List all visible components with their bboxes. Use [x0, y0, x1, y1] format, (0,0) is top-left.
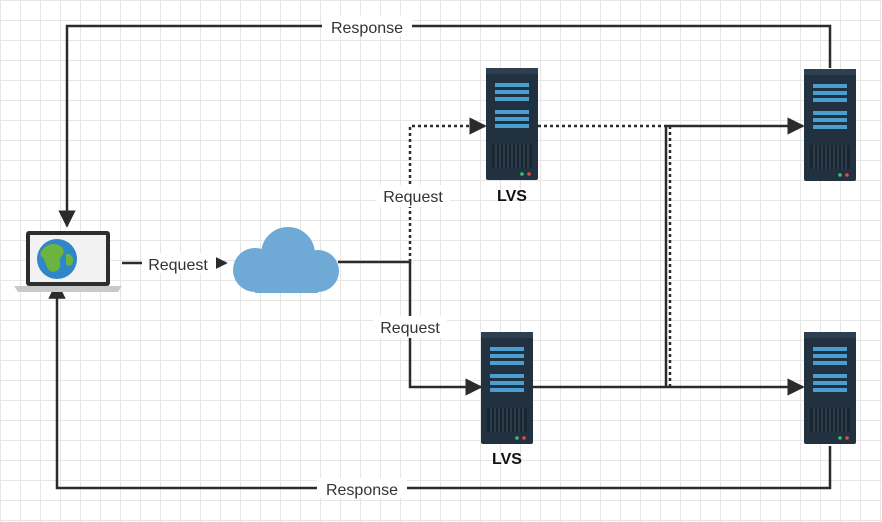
request-upper-label: Request	[383, 189, 443, 206]
client-laptop-icon	[14, 231, 122, 292]
response-bottom-connector	[48, 281, 832, 490]
response-bottom-label: Response	[326, 482, 398, 499]
cloud-icon	[233, 227, 339, 293]
request-lower-label: Request	[380, 320, 440, 337]
connectors	[48, 24, 832, 490]
real-server-2-icon	[804, 331, 856, 445]
lvs-master-server-icon	[481, 331, 533, 445]
lvs-master-label: LVS	[492, 451, 522, 468]
response-top-connector	[58, 24, 832, 228]
real-server-1-icon	[804, 68, 856, 182]
lvs-backup-label: LVS	[497, 188, 527, 205]
lvs-backup-server-icon	[486, 68, 538, 180]
response-top-label: Response	[331, 20, 403, 37]
request-client-cloud-label: Request	[148, 257, 208, 274]
cloud-to-lvs-backup-connector	[408, 117, 487, 262]
